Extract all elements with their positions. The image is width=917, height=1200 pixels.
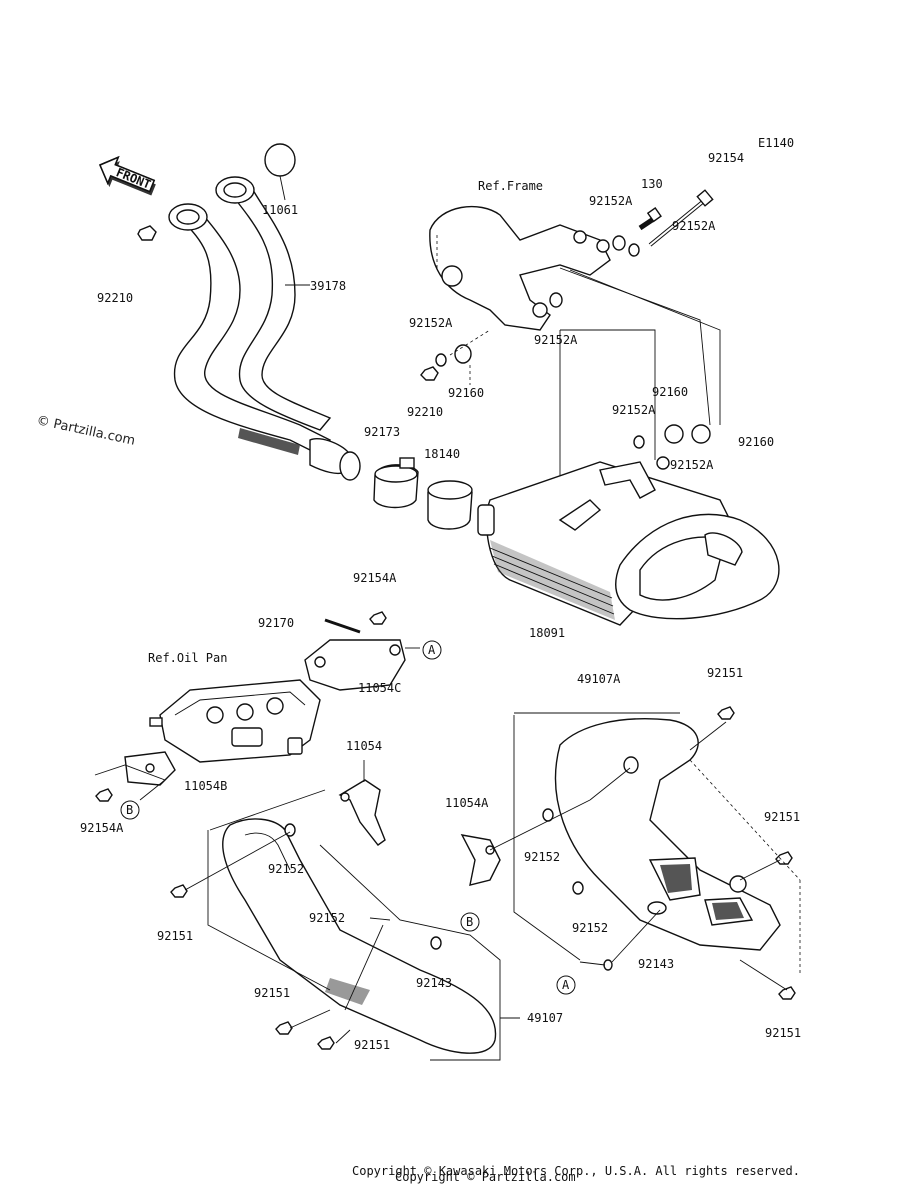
part-label: 92152A xyxy=(670,458,714,472)
marker-a-lower: A xyxy=(556,975,576,995)
part-label: 11054 xyxy=(346,739,382,753)
pin-92170 xyxy=(324,618,361,634)
part-label: 130 xyxy=(641,177,663,191)
part-label: 11061 xyxy=(262,203,298,217)
bolt-92154 xyxy=(648,189,714,247)
bolt-92151-right xyxy=(775,851,793,865)
washer-92152a-left xyxy=(435,353,447,367)
washer-92152a-mid xyxy=(549,292,563,308)
washer-92152a-upper xyxy=(612,235,626,251)
part-label: 92152A xyxy=(612,403,656,417)
sleeve-18140 xyxy=(427,480,473,530)
collar-92143-left xyxy=(430,936,442,950)
part-label: 92160 xyxy=(738,435,774,449)
part-label: 92152 xyxy=(524,850,560,864)
bracket-11054b xyxy=(124,751,176,786)
bolt-92154a-lower xyxy=(95,788,113,802)
part-label: 11054B xyxy=(184,779,227,793)
part-label: 92143 xyxy=(416,976,452,990)
exhaust-pipe-39178 xyxy=(168,176,361,481)
part-label: 92151 xyxy=(764,810,800,824)
marker-b-lower: B xyxy=(460,912,480,932)
bracket-11054a xyxy=(460,834,501,886)
part-label: 92152 xyxy=(572,921,608,935)
diagram-code: E1140 xyxy=(758,136,794,150)
bolt-92151-a xyxy=(170,884,188,898)
part-label: 49107 xyxy=(527,1011,563,1025)
part-label: 92154A xyxy=(353,571,397,585)
muffler-18091 xyxy=(477,461,780,626)
footer-copyright: Copyright © Kawasaki Motors Corp., U.S.A… xyxy=(352,1164,800,1178)
part-label: 92152A xyxy=(672,219,716,233)
part-label: 18140 xyxy=(424,447,460,461)
part-label: 92152A xyxy=(409,316,453,330)
frame-bracket xyxy=(429,205,611,331)
cover-49107a xyxy=(554,718,781,951)
part-label: 92152 xyxy=(309,911,345,925)
part-label: 92154 xyxy=(708,151,744,165)
part-label: 92152A xyxy=(534,333,578,347)
part-label: 11054A xyxy=(445,796,489,810)
clamp-92173 xyxy=(373,457,419,509)
marker-b-left: B xyxy=(120,800,140,820)
svg-text:A: A xyxy=(428,643,436,657)
bolt-92151-bottom-right xyxy=(778,986,796,1000)
part-label: 92210 xyxy=(97,291,133,305)
grommet-92160-left xyxy=(454,344,472,364)
part-label: 92210 xyxy=(407,405,443,419)
part-label: 92152 xyxy=(268,862,304,876)
part-label: 92170 xyxy=(258,616,294,630)
washer-92152a-right xyxy=(628,243,640,257)
bolt-92154a-upper xyxy=(369,611,387,625)
washer-92152a-lower xyxy=(633,435,645,449)
nut-92210 xyxy=(137,225,157,241)
svg-text:A: A xyxy=(562,978,570,992)
oil-pan xyxy=(149,679,321,763)
front-arrow-icon: FRONT xyxy=(99,155,156,196)
ref-frame-label: Ref.Frame xyxy=(478,179,543,193)
bolt-92151-top-right xyxy=(717,706,735,720)
part-label: 39178 xyxy=(310,279,346,293)
gasket-11061 xyxy=(264,143,296,177)
grommet-92160-b xyxy=(691,424,711,444)
bolt-130 xyxy=(638,207,662,231)
part-label: 92154A xyxy=(80,821,124,835)
marker-a-upper: A xyxy=(422,640,442,660)
svg-text:B: B xyxy=(466,915,473,929)
washer-92152-lower xyxy=(572,881,584,895)
washer-92152a-bottom xyxy=(656,456,670,470)
part-label: 92143 xyxy=(638,957,674,971)
part-label: 92151 xyxy=(254,986,290,1000)
part-label: 92151 xyxy=(707,666,743,680)
collar-92143-right xyxy=(603,959,613,971)
cover-49107 xyxy=(222,818,497,1054)
part-label: 11054C xyxy=(358,681,401,695)
ref-oil-pan-label: Ref.Oil Pan xyxy=(148,651,227,665)
bolt-92151-c xyxy=(317,1036,335,1050)
nut-92210-frame xyxy=(420,366,439,381)
part-label: 92151 xyxy=(157,929,193,943)
part-label: 92160 xyxy=(652,385,688,399)
part-label: 92151 xyxy=(765,1026,801,1040)
part-label: 92152A xyxy=(589,194,633,208)
part-label: 92173 xyxy=(364,425,400,439)
part-label: 49107A xyxy=(577,672,621,686)
svg-text:B: B xyxy=(126,803,133,817)
part-label: 92160 xyxy=(448,386,484,400)
bracket-11054c xyxy=(304,639,406,691)
watermark: © Partzilla.com xyxy=(35,413,136,449)
bolt-92151-b xyxy=(275,1021,293,1035)
footer-copyright-2: Copyright © Partzilla.com xyxy=(395,1170,576,1184)
part-label: 92151 xyxy=(354,1038,390,1052)
part-labels: 11061 39178 92210 92154 130 92152A 92152… xyxy=(80,151,801,1052)
part-label: 18091 xyxy=(529,626,565,640)
bracket-11054 xyxy=(338,779,386,846)
grommet-92160-a xyxy=(664,424,684,444)
